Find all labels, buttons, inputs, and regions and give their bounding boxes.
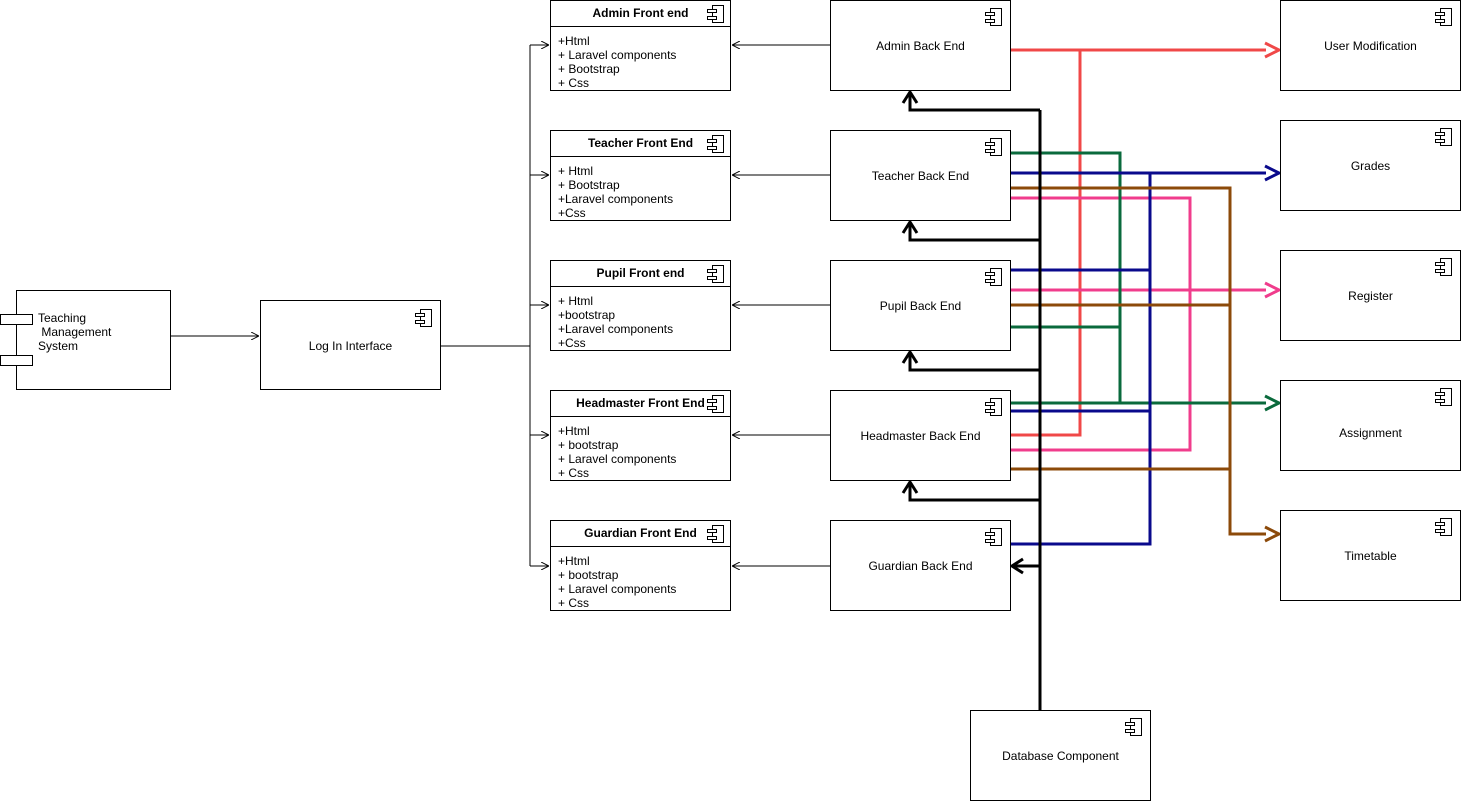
front-end-title: Headmaster Front End [551,391,730,417]
component-icon [707,395,724,413]
front-end-title: Pupil Front end [551,261,730,287]
component-icon [415,309,432,327]
system-label: Teaching Management System [38,311,112,353]
grades-component[interactable]: Grades [1280,120,1461,211]
feature-label: Timetable [1344,549,1397,563]
tech-item: + Html [558,294,594,308]
tech-item: + Css [558,596,590,610]
teaching-management-system-component[interactable]: Teaching Management System [0,290,171,390]
back-end-label: Guardian Back End [868,559,973,573]
admin-back-end-component[interactable]: Admin Back End [830,0,1011,91]
front-end-title: Teacher Front End [551,131,730,157]
component-icon [1435,8,1452,26]
tech-item: +Html [558,554,590,568]
tech-item: +Css [558,206,586,220]
headmaster-front-end-component[interactable]: Headmaster Front End +Html + bootstrap +… [550,390,731,481]
tech-item: + Bootstrap [558,62,620,76]
tech-item: + Laravel components [558,452,677,466]
component-icon [985,528,1002,546]
register-component[interactable]: Register [1280,250,1461,341]
tech-item: + Html [558,164,594,178]
headmaster-back-end-component[interactable]: Headmaster Back End [830,390,1011,481]
component-icon [1435,258,1452,276]
front-end-tech-list: + Html +bootstrap +Laravel components +C… [558,294,673,350]
component-icon [1435,388,1452,406]
database-label: Database Component [1002,749,1119,763]
assignment-component[interactable]: Assignment [1280,380,1461,471]
grades-connector [1010,164,1283,546]
guardian-front-end-component[interactable]: Guardian Front End +Html + bootstrap + L… [550,520,731,611]
front-end-tech-list: +Html + bootstrap + Laravel components +… [558,424,676,480]
component-icon [985,268,1002,286]
component-icon [707,525,724,543]
tech-item: + bootstrap [558,438,619,452]
tech-item: +Laravel components [558,322,674,336]
feature-label: Grades [1350,159,1391,173]
component-icon [985,138,1002,156]
component-icon [707,5,724,23]
tech-item: +Html [558,34,590,48]
teacher-back-end-component[interactable]: Teacher Back End [830,130,1011,221]
tech-item: +Css [558,336,586,350]
front-end-tech-list: +Html + bootstrap + Laravel components +… [558,554,676,610]
timetable-component[interactable]: Timetable [1280,510,1461,601]
timetable-connector [1010,186,1283,543]
front-end-title: Guardian Front End [551,521,730,547]
component-port-top [0,314,33,325]
user-modification-connector [1010,41,1283,437]
front-end-tech-list: +Html + Laravel components + Bootstrap +… [558,34,676,90]
back-end-label: Teacher Back End [871,169,970,183]
database-component[interactable]: Database Component [970,710,1151,801]
guardian-back-end-component[interactable]: Guardian Back End [830,520,1011,611]
admin-front-end-component[interactable]: Admin Front end +Html + Laravel componen… [550,0,731,91]
front-end-title: Admin Front end [551,1,730,27]
pupil-back-end-component[interactable]: Pupil Back End [830,260,1011,351]
component-icon [707,265,724,283]
tech-item: + Laravel components [558,48,677,62]
back-end-label: Admin Back End [876,39,965,53]
tech-item: + Css [558,76,590,90]
teacher-front-end-component[interactable]: Teacher Front End + Html + Bootstrap +La… [550,130,731,221]
front-end-tech-list: + Html + Bootstrap +Laravel components +… [558,164,673,220]
component-icon [985,398,1002,416]
register-connector [1010,196,1283,452]
component-icon [1125,718,1142,736]
feature-label: User Modification [1324,39,1417,53]
component-port-bottom [0,355,33,366]
tech-item: + bootstrap [558,568,619,582]
back-end-label: Headmaster Back End [860,429,981,443]
pupil-front-end-component[interactable]: Pupil Front end + Html +bootstrap +Larav… [550,260,731,351]
component-icon [1435,128,1452,146]
component-icon [1435,518,1452,536]
component-icon [707,135,724,153]
tech-item: +Laravel components [558,192,674,206]
tech-item: +bootstrap [558,308,616,322]
login-interface-component[interactable]: Log In Interface [260,300,441,390]
tech-item: + Laravel components [558,582,677,596]
database-connector [901,89,1042,710]
login-to-frontends-connector [440,45,548,566]
login-label: Log In Interface [308,339,393,353]
tech-item: +Html [558,424,590,438]
back-end-label: Pupil Back End [879,299,962,313]
user-modification-component[interactable]: User Modification [1280,0,1461,91]
backend-to-frontend-arrows [733,45,830,566]
feature-label: Assignment [1339,426,1402,440]
tech-item: + Css [558,466,590,480]
tech-item: + Bootstrap [558,178,620,192]
component-icon [985,8,1002,26]
feature-label: Register [1348,289,1393,303]
assignment-connector [1010,151,1283,412]
